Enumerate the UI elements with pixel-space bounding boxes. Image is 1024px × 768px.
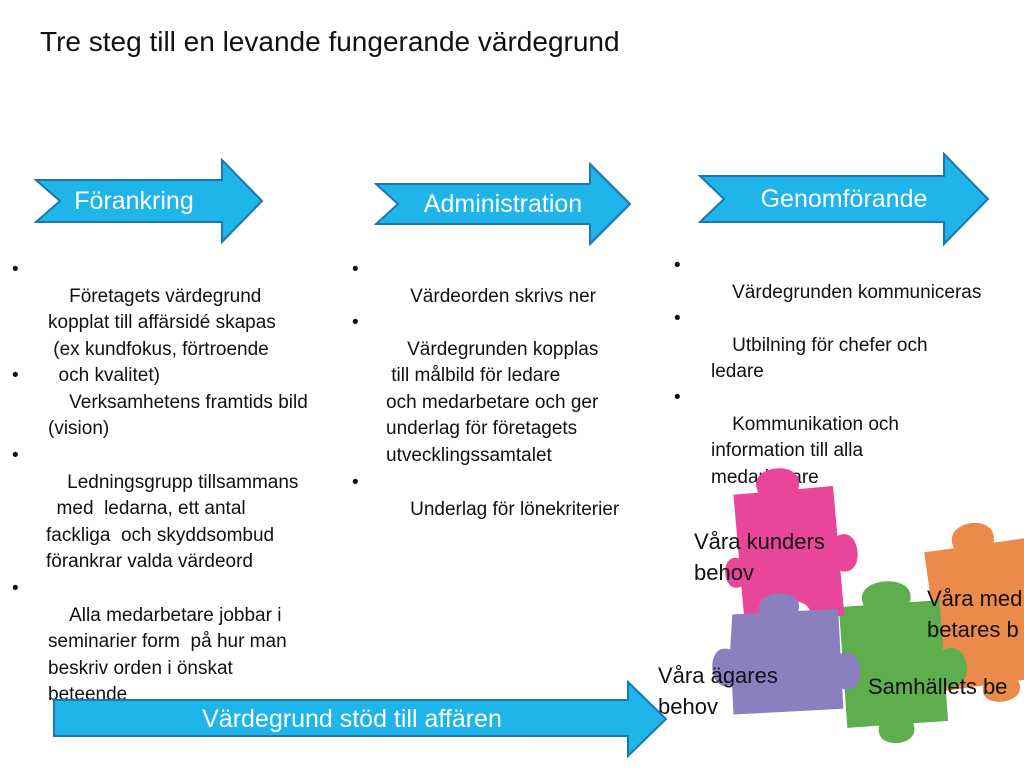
step-label-forankring: Förankring	[74, 186, 194, 215]
bullet-item: •Utbilning för chefer och ledare	[674, 308, 928, 382]
puzzle-piece-green	[838, 581, 967, 744]
step-label-administration: Administration	[423, 189, 583, 218]
puzzle-label-medarbetare: Våra med betares b	[927, 586, 1023, 642]
bullet-item: •Verksamhetens framtids bild (vision)	[12, 365, 308, 439]
puzzle-label-samhallet: Samhällets be	[868, 674, 1008, 699]
bullet-item: •Företagets värdegrund kopplat till affä…	[12, 259, 276, 386]
bullet-item: •Underlag för lönekriterier	[352, 472, 620, 520]
puzzle-piece-pink	[725, 468, 858, 625]
step-arrow-forankring: Förankring	[34, 158, 264, 244]
step-arrow-genomforande: Genomförande	[698, 152, 990, 246]
puzzle-label-kunder: Våra kunders behov	[694, 529, 825, 585]
step-label-genomforande: Genomförande	[760, 184, 928, 213]
puzzle-label-agare: Våra ägares behov	[658, 663, 778, 719]
bullet-item: •Värdegrunden kopplas till målbild för l…	[352, 312, 599, 466]
puzzle-piece-purple	[712, 593, 861, 715]
bottom-arrow-label: Värdegrund stöd till affären	[202, 704, 502, 733]
bullet-item: •Värdegrunden kommuniceras	[674, 255, 982, 303]
bottom-arrow: Värdegrund stöd till affären	[52, 680, 668, 758]
step-arrow-administration: Administration	[374, 162, 632, 246]
bullet-item: •Alla medarbetare jobbar i seminarier fo…	[12, 578, 287, 705]
bullet-item: •Värdeorden skrivs ner	[352, 259, 596, 307]
bullet-item: •Ledningsgrupp tillsammans med ledarna, …	[12, 445, 299, 572]
page-title: Tre steg till en levande fungerande värd…	[40, 26, 620, 57]
